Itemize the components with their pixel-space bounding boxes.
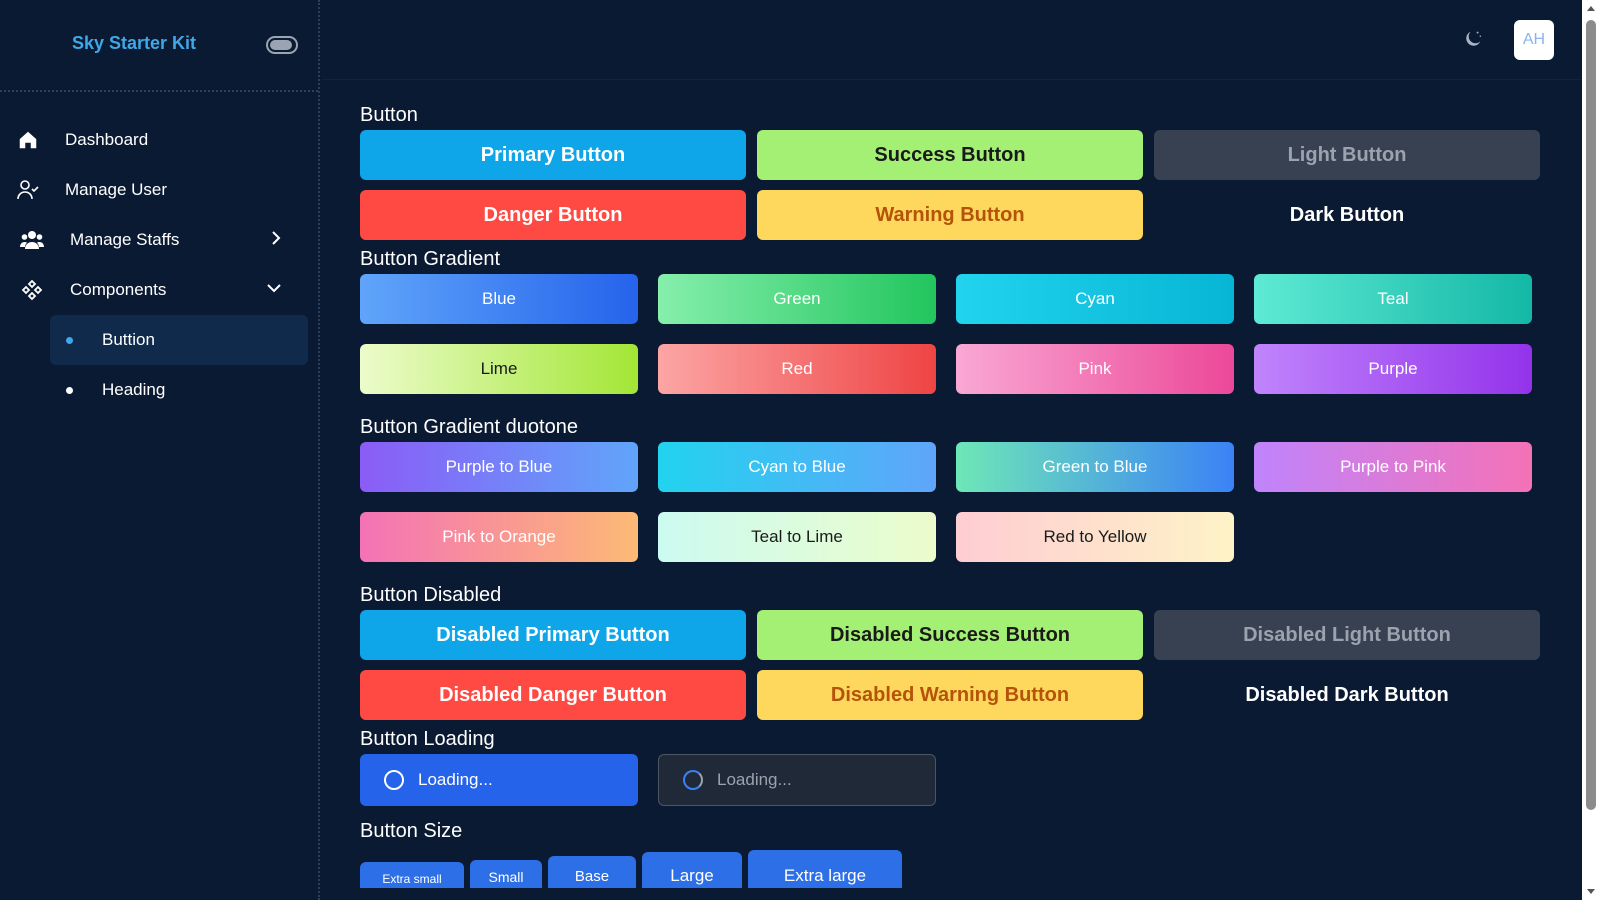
disabled-light-button: Disabled Light Button — [1154, 610, 1540, 660]
spinner-icon — [384, 770, 404, 790]
pink-to-orange-button[interactable]: Pink to Orange — [360, 512, 638, 562]
chevron-down-icon — [266, 281, 282, 299]
avatar[interactable]: AH — [1514, 20, 1554, 60]
size-buttons-row: Extra small Small Base Large Extra large — [360, 848, 1550, 888]
light-button[interactable]: Light Button — [1154, 130, 1540, 180]
gradient-lime-button[interactable]: Lime — [360, 344, 638, 394]
sidebar-item-label: Components — [70, 280, 167, 299]
loading-secondary-button[interactable]: Loading... — [658, 754, 936, 806]
disabled-dark-button: Disabled Dark Button — [1245, 683, 1449, 706]
gradient-purple-button[interactable]: Purple — [1254, 344, 1532, 394]
gradient-red-button[interactable]: Red — [658, 344, 936, 394]
sidebar-item-components[interactable]: Components — [0, 265, 318, 315]
cyan-to-blue-button[interactable]: Cyan to Blue — [658, 442, 936, 492]
gradient-teal-button[interactable]: Teal — [1254, 274, 1532, 324]
loading-label: Loading... — [717, 770, 792, 789]
success-button[interactable]: Success Button — [757, 130, 1143, 180]
section-title-loading: Button Loading — [360, 728, 495, 750]
sidebar-item-manage-staffs[interactable]: Manage Staffs — [0, 215, 318, 265]
gradient-pink-button[interactable]: Pink — [956, 344, 1234, 394]
scrollbar[interactable] — [1582, 0, 1600, 900]
spinner-icon — [683, 770, 703, 790]
section-title-button: Button — [360, 104, 418, 126]
scroll-up-arrow-icon[interactable] — [1587, 6, 1595, 11]
top-header — [322, 0, 1582, 80]
brand-title[interactable]: Sky Starter Kit — [72, 33, 197, 53]
red-to-yellow-button[interactable]: Red to Yellow — [956, 512, 1234, 562]
disabled-danger-button: Disabled Danger Button — [360, 670, 746, 720]
section-title-duotone: Button Gradient duotone — [360, 416, 578, 438]
extra-large-button[interactable]: Extra large — [748, 850, 902, 888]
scroll-down-arrow-icon[interactable] — [1587, 889, 1595, 894]
sidebar-item-manage-user[interactable]: Manage User — [0, 165, 318, 215]
users-icon — [20, 228, 44, 252]
sidebar-item-dashboard[interactable]: Dashboard — [0, 115, 318, 165]
sidebar-toggle[interactable] — [266, 36, 298, 54]
sidebar-brand: Sky Starter Kit — [0, 0, 318, 92]
disabled-primary-button: Disabled Primary Button — [360, 610, 746, 660]
teal-to-lime-button[interactable]: Teal to Lime — [658, 512, 936, 562]
danger-button[interactable]: Danger Button — [360, 190, 746, 240]
sidebar-nav: Dashboard Manage User Manage Staffs Comp… — [0, 115, 318, 415]
sidebar-subitem-heading[interactable]: Heading — [50, 365, 308, 415]
toggle-knob — [270, 40, 292, 50]
extra-small-button[interactable]: Extra small — [360, 862, 464, 888]
chevron-right-icon — [270, 230, 282, 251]
loading-label: Loading... — [418, 770, 493, 789]
small-button[interactable]: Small — [470, 860, 542, 888]
primary-button[interactable]: Primary Button — [360, 130, 746, 180]
sidebar-subitem-buttion[interactable]: Buttion — [50, 315, 308, 365]
section-title-size: Button Size — [360, 820, 463, 842]
moon-icon[interactable] — [1462, 28, 1484, 55]
green-to-blue-button[interactable]: Green to Blue — [956, 442, 1234, 492]
dark-button[interactable]: Dark Button — [1289, 203, 1405, 226]
section-title-gradient: Button Gradient — [360, 248, 501, 270]
disabled-warning-button: Disabled Warning Button — [757, 670, 1143, 720]
scroll-thumb[interactable] — [1586, 20, 1596, 810]
warning-button[interactable]: Warning Button — [757, 190, 1143, 240]
user-check-icon — [16, 178, 40, 202]
sidebar-item-label: Dashboard — [65, 130, 149, 149]
sidebar-item-label: Manage User — [65, 180, 168, 199]
gradient-cyan-button[interactable]: Cyan — [956, 274, 1234, 324]
components-icon — [20, 278, 44, 302]
sidebar-subitem-label: Buttion — [102, 330, 155, 349]
sidebar-item-label: Manage Staffs — [70, 230, 180, 249]
section-title-disabled: Button Disabled — [360, 584, 502, 606]
base-button[interactable]: Base — [548, 856, 636, 888]
main-content: Button Primary Button Success Button Lig… — [360, 100, 1550, 888]
disabled-success-button: Disabled Success Button — [757, 610, 1143, 660]
large-button[interactable]: Large — [642, 852, 742, 888]
bullet-icon — [66, 386, 73, 394]
bullet-icon — [66, 336, 73, 344]
loading-primary-button[interactable]: Loading... — [360, 754, 638, 806]
purple-to-pink-button[interactable]: Purple to Pink — [1254, 442, 1532, 492]
home-icon — [16, 128, 40, 152]
purple-to-blue-button[interactable]: Purple to Blue — [360, 442, 638, 492]
gradient-green-button[interactable]: Green — [658, 274, 936, 324]
sidebar-subitem-label: Heading — [102, 380, 166, 399]
gradient-blue-button[interactable]: Blue — [360, 274, 638, 324]
sidebar: Sky Starter Kit Dashboard Manage User Ma… — [0, 0, 320, 900]
